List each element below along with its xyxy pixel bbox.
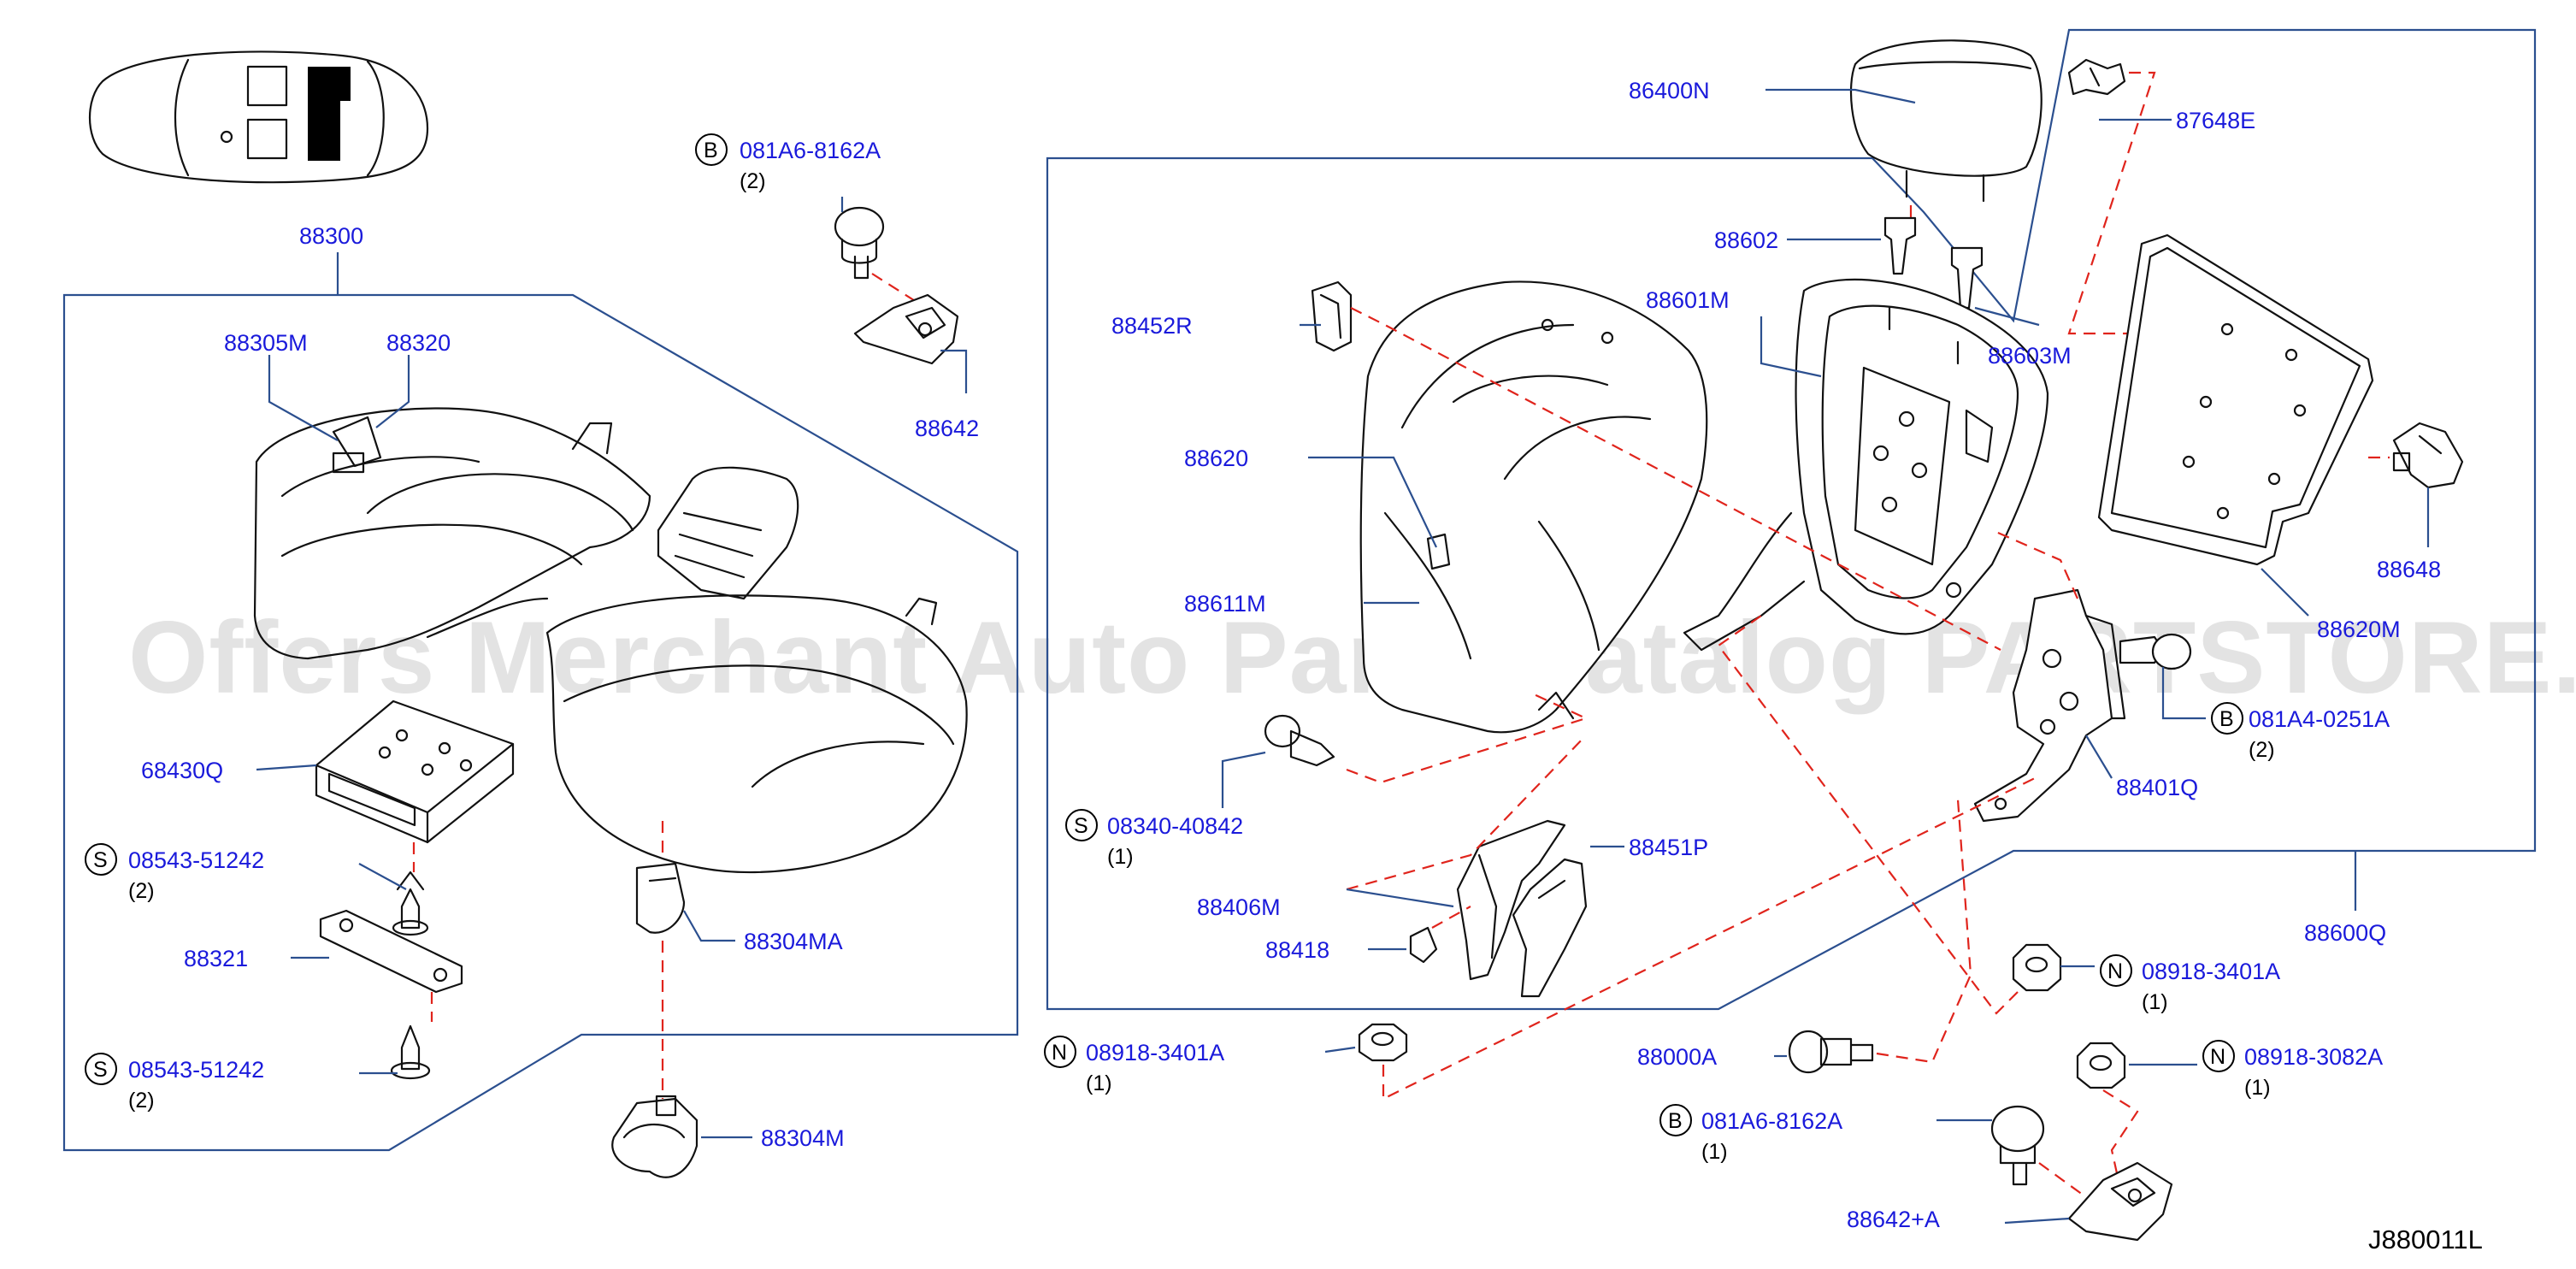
callout-88300[interactable]: 88300	[299, 223, 363, 249]
lower-trim-left-drawing	[1456, 819, 1566, 981]
quantity: (1)	[1086, 1071, 1112, 1095]
callout-88602[interactable]: 88602	[1714, 227, 1778, 253]
quantity: (1)	[1701, 1140, 1728, 1164]
marker-N: N	[2210, 1045, 2225, 1069]
mount-bracket-upper-drawing	[853, 293, 959, 365]
callout-88000A[interactable]: 88000A	[1637, 1044, 1717, 1070]
lower-trim-right-drawing	[1512, 858, 1588, 998]
seat-back-frame-drawing	[1683, 278, 2049, 652]
headrest-guide-left-drawing	[1883, 216, 1917, 275]
callout-88452R[interactable]: 88452R	[1111, 313, 1193, 339]
callout-88321[interactable]: 88321	[184, 946, 248, 971]
head-restraint-drawing	[1849, 39, 2043, 203]
bracket-plate-drawing	[319, 909, 463, 994]
callout-88620M[interactable]: 88620M	[2317, 617, 2401, 642]
part-number[interactable]: 08918-3082A	[2244, 1044, 2383, 1070]
marker-N: N	[1052, 1041, 1067, 1065]
callout-08918-3401A-left[interactable]: N 08918-3401A (1)	[1044, 1036, 1224, 1095]
callout-88304M[interactable]: 88304M	[761, 1125, 845, 1151]
callout-88611M[interactable]: 88611M	[1184, 591, 1266, 617]
part-number[interactable]: 081A4-0251A	[2249, 706, 2390, 732]
quantity: (2)	[740, 169, 766, 193]
latch-clip-drawing	[2067, 58, 2126, 96]
marker-S: S	[1074, 814, 1088, 838]
part-number[interactable]: 08340-40842	[1107, 813, 1243, 839]
diagram-reference-code: J880011L	[2368, 1225, 2483, 1254]
callout-88320[interactable]: 88320	[386, 330, 451, 356]
trim-clip-drawing	[1409, 926, 1438, 964]
marker-B: B	[2219, 707, 2234, 731]
part-number[interactable]: 08918-3401A	[2142, 959, 2280, 984]
vehicle-locator-icon	[89, 50, 429, 184]
headrest-guide-right-drawing	[1950, 246, 1984, 310]
callout-88603M[interactable]: 88603M	[1988, 343, 2072, 369]
callout-86400N[interactable]: 86400N	[1629, 78, 1710, 103]
part-number[interactable]: 081A6-8162A	[1701, 1108, 1842, 1134]
callout-88401Q[interactable]: 88401Q	[2116, 775, 2198, 800]
marker-N: N	[2107, 959, 2123, 983]
callout-88620[interactable]: 88620	[1184, 446, 1248, 471]
quantity: (2)	[2249, 738, 2275, 762]
quantity: (1)	[1107, 845, 1134, 869]
back-board-drawing	[2097, 233, 2374, 566]
callout-88451P[interactable]: 88451P	[1629, 835, 1708, 860]
callout-081A6-8162A-lower[interactable]: B 081A6-8162A (1)	[1659, 1104, 1842, 1164]
callout-88601M[interactable]: 88601M	[1646, 287, 1730, 313]
seat-back-drawing	[1359, 280, 1708, 734]
callout-88418[interactable]: 88418	[1265, 937, 1329, 963]
bolt-88000A-drawing	[1788, 1030, 1874, 1074]
callout-08918-3401A-right[interactable]: N 08918-3401A (1)	[2100, 954, 2280, 1014]
leader-lines	[256, 88, 2430, 1225]
marker-S: S	[93, 1058, 108, 1082]
callout-081A6-8162A-upper[interactable]: B 081A6-8162A (2)	[695, 133, 881, 193]
callout-88648[interactable]: 88648	[2377, 557, 2441, 582]
part-number[interactable]: 08543-51242	[128, 1057, 264, 1083]
quantity: (2)	[128, 1089, 155, 1113]
callout-08340-40842[interactable]: S 08340-40842 (1)	[1065, 809, 1243, 869]
recliner-hinge-drawing	[1973, 588, 2126, 823]
callout-88642[interactable]: 88642	[915, 416, 979, 441]
screw-back-drawing	[1264, 714, 1335, 767]
callout-08918-3082A[interactable]: N 08918-3082A (1)	[2202, 1040, 2383, 1100]
seat-back-group-boundary	[1046, 28, 2537, 1011]
storage-tray-drawing	[315, 699, 515, 844]
part-number[interactable]: 08543-51242	[128, 847, 264, 873]
nut-right-upper-drawing	[2012, 943, 2062, 992]
marker-S: S	[93, 848, 108, 872]
nut-3082A-drawing	[2076, 1042, 2126, 1089]
striker-drawing	[2392, 422, 2464, 489]
callout-88406M[interactable]: 88406M	[1197, 894, 1281, 920]
seat-cushion-group-boundary	[62, 293, 1019, 1152]
callout-88305M[interactable]: 88305M	[224, 330, 308, 356]
callout-88304MA[interactable]: 88304MA	[744, 929, 843, 954]
clip-screw-lower-drawing	[390, 1024, 431, 1080]
cover-cap-drawing	[635, 862, 686, 934]
bolt-upper-drawing	[834, 206, 885, 280]
bolt-hinge-drawing	[2119, 633, 2192, 670]
nut-left-drawing	[1358, 1023, 1408, 1062]
marker-B: B	[1668, 1109, 1683, 1133]
clip-screw-upper-drawing	[392, 871, 429, 936]
hook-bracket-drawing	[611, 1095, 699, 1178]
part-number[interactable]: 08918-3401A	[1086, 1040, 1224, 1065]
mount-bracket-lower-drawing	[2067, 1161, 2173, 1242]
callout-08543-51242-lower[interactable]: S 08543-51242 (2)	[85, 1053, 264, 1113]
hinge-cover-drawing	[1311, 280, 1353, 352]
watermark-text: Offers Merchant Auto Parts Catalog PARTS…	[128, 600, 2576, 715]
quantity: (1)	[2244, 1076, 2271, 1100]
part-number[interactable]: 081A6-8162A	[740, 138, 881, 163]
callout-87648E[interactable]: 87648E	[2176, 108, 2255, 133]
marker-B: B	[704, 139, 718, 162]
callout-081A4-0251A[interactable]: B 081A4-0251A (2)	[2211, 702, 2390, 762]
callout-88642A[interactable]: 88642+A	[1847, 1207, 1940, 1232]
bolt-lower-drawing	[1990, 1105, 2045, 1186]
callout-68430Q[interactable]: 68430Q	[141, 758, 223, 783]
callout-88600Q[interactable]: 88600Q	[2304, 920, 2386, 946]
quantity: (1)	[2142, 990, 2168, 1014]
callout-08543-51242-upper[interactable]: S 08543-51242 (2)	[85, 843, 264, 903]
quantity: (2)	[128, 879, 155, 903]
